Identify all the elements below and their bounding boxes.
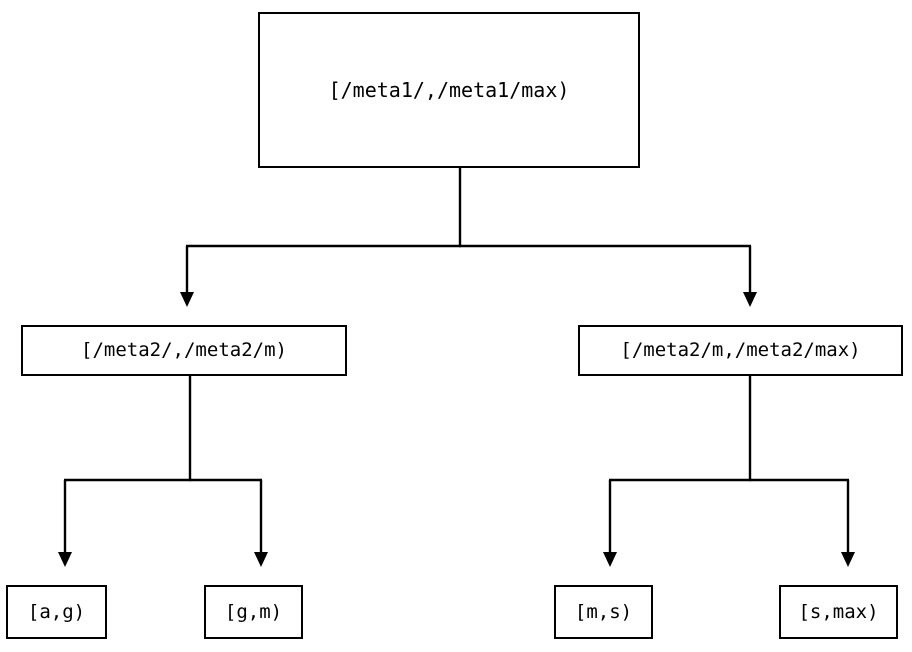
node-mid-left[interactable]: [/meta2/,/meta2/m) <box>21 325 347 376</box>
edge-mid-left-to-leaf-ag <box>58 376 192 567</box>
node-mid-right[interactable]: [/meta2/m,/meta2/max) <box>578 325 903 376</box>
node-root[interactable]: [/meta1/,/meta1/max) <box>258 12 640 168</box>
edge-mid-left-to-leaf-gm <box>189 478 268 567</box>
node-leaf-ms[interactable]: [m,s) <box>554 585 653 639</box>
node-leaf-smax-label: [s,max) <box>798 600 879 623</box>
node-mid-left-label: [/meta2/,/meta2/m) <box>81 339 287 361</box>
node-leaf-ag-label: [a,g) <box>27 600 86 623</box>
node-leaf-ag[interactable]: [a,g) <box>6 585 107 639</box>
node-leaf-smax[interactable]: [s,max) <box>779 585 898 639</box>
node-leaf-gm-label: [g,m) <box>224 600 283 623</box>
node-root-label: [/meta1/,/meta1/max) <box>328 78 570 102</box>
node-mid-right-label: [/meta2/m,/meta2/max) <box>620 339 861 361</box>
node-leaf-gm[interactable]: [g,m) <box>204 585 303 639</box>
edge-root-to-mid-left <box>180 168 462 307</box>
edge-mid-right-to-leaf-ms <box>603 376 752 567</box>
edge-root-to-mid-right <box>459 244 757 307</box>
edge-mid-right-to-leaf-smax <box>749 478 855 567</box>
node-leaf-ms-label: [m,s) <box>574 600 633 623</box>
